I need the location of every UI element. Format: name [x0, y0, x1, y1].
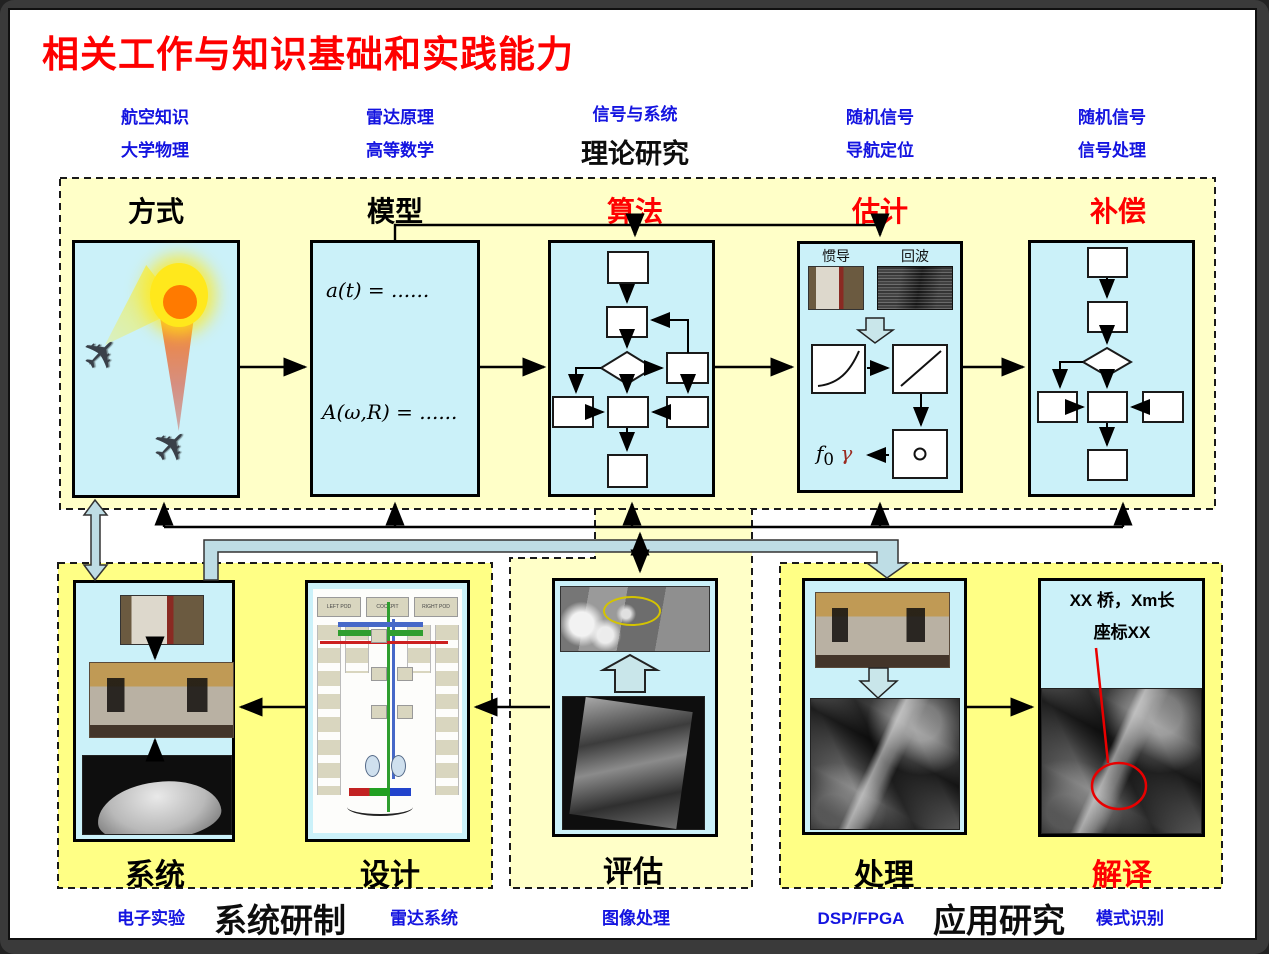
echo-label: 回波: [901, 249, 929, 265]
section-title-theory: 理论研究: [581, 139, 689, 169]
knowledge-label-signals: 信号与系统: [592, 105, 678, 124]
stage-label-processing: 处理: [854, 859, 914, 892]
model-equation-1: a(t) = ......: [326, 278, 430, 302]
section-title-application: 应用研究: [933, 902, 1065, 939]
schematic-header-right: RIGHT POD: [414, 597, 458, 617]
antenna-reflector: [93, 774, 225, 834]
interpretation-note-line1: XX 桥，Xm长: [1069, 591, 1175, 610]
sun-core: [163, 285, 197, 319]
processing-sar-image: [810, 698, 960, 830]
stage-label-system: 系统: [125, 859, 185, 892]
interpretation-note-line2: 座标XX: [1093, 623, 1151, 642]
ins-device-photo: [808, 266, 864, 310]
section-title-development: 系统研制: [214, 902, 346, 939]
knowledge-label-radar: 雷达原理 高等数学: [366, 108, 434, 160]
system-ins-photo: [120, 595, 204, 645]
knowledge-label-random-nav: 随机信号 导航定位: [846, 108, 914, 160]
radar-beam-red: [160, 317, 194, 431]
stage-label-estimation: 估计: [851, 196, 909, 227]
system-panel: [73, 580, 235, 842]
stage-label-design: 设计: [360, 859, 420, 892]
knowledge-label-pattern-recognition: 模式识别: [1096, 909, 1164, 928]
stage-label-algorithm: 算法: [606, 196, 664, 227]
knowledge-label-electronics: 电子实验: [117, 909, 185, 928]
interpretation-sar-image: [1041, 688, 1202, 834]
estimator-output: f0 γ: [816, 441, 853, 469]
evaluation-sar-image: [562, 696, 705, 830]
compensation-panel: [1028, 240, 1195, 497]
system-antenna-photo: [82, 755, 232, 835]
stage-label-compensation: 补偿: [1089, 196, 1147, 227]
design-schematic-image: LEFT POD COCKPIT RIGHT POD: [313, 589, 462, 833]
knowledge-label-image-processing: 图像处理: [602, 909, 670, 928]
target-highlight-ellipse: [603, 596, 661, 626]
knowledge-label-aero: 航空知识 大学物理: [121, 108, 189, 160]
model-equation-2: A(ω,R) = ......: [322, 400, 458, 424]
knowledge-label-random-sp: 随机信号 信号处理: [1078, 108, 1146, 160]
knowledge-label-radar-system: 雷达系统: [390, 909, 458, 928]
stage-label-evaluation: 评估: [603, 856, 663, 889]
processing-device-photo: [815, 592, 950, 668]
model-panel: [310, 240, 480, 497]
page-title: 相关工作与知识基础和实践能力: [42, 34, 574, 75]
ins-label: 惯导: [822, 249, 850, 265]
system-processor-photo: [89, 662, 234, 738]
echo-signal-image: [877, 266, 953, 310]
schematic-header-left: LEFT POD: [317, 597, 361, 617]
stage-label-mode: 方式: [127, 196, 185, 227]
aircraft-icon: ✈: [141, 416, 202, 477]
mode-panel: ✈ ✈: [71, 240, 240, 498]
algorithm-panel: [548, 240, 715, 497]
stage-label-interpretation: 解译: [1092, 859, 1152, 892]
knowledge-label-dsp-fpga: DSP/FPGA: [817, 909, 905, 928]
stage-label-model: 模型: [366, 196, 424, 227]
